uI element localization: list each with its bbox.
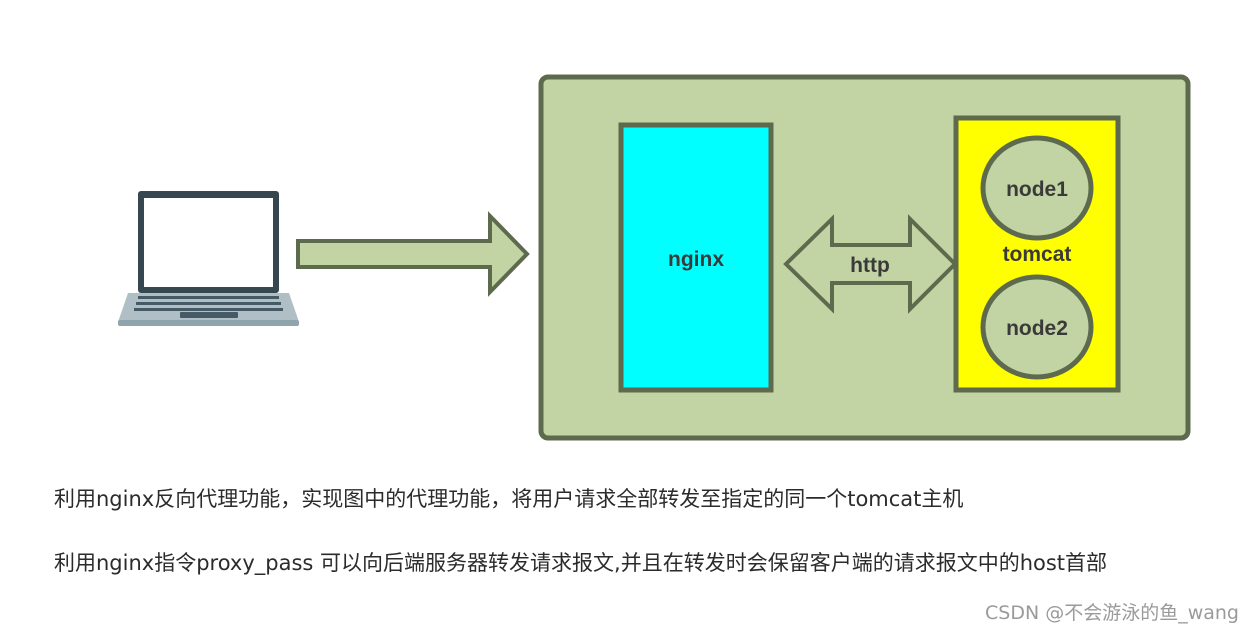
- nginx-label: nginx: [668, 248, 724, 271]
- node1-circle: [980, 135, 1094, 241]
- request-arrow: [296, 211, 530, 297]
- nginx-box: [618, 122, 774, 393]
- tomcat-label: tomcat: [1003, 243, 1072, 266]
- http-label: http: [850, 254, 890, 277]
- laptop-icon: [118, 191, 299, 326]
- node1-label: node1: [1006, 178, 1068, 201]
- proxy-architecture-diagram: nginx http node1 tomcat node2: [118, 74, 1191, 441]
- csdn-watermark: CSDN @不会游泳的鱼_wang: [985, 602, 1239, 624]
- node2-label: node2: [1006, 317, 1068, 340]
- node2-circle: [980, 274, 1094, 380]
- description-paragraph-2: 利用nginx指令proxy_pass 可以向后端服务器转发请求报文,并且在转发…: [54, 551, 1108, 575]
- description-paragraph-1: 利用nginx反向代理功能，实现图中的代理功能，将用户请求全部转发至指定的同一个…: [54, 487, 964, 511]
